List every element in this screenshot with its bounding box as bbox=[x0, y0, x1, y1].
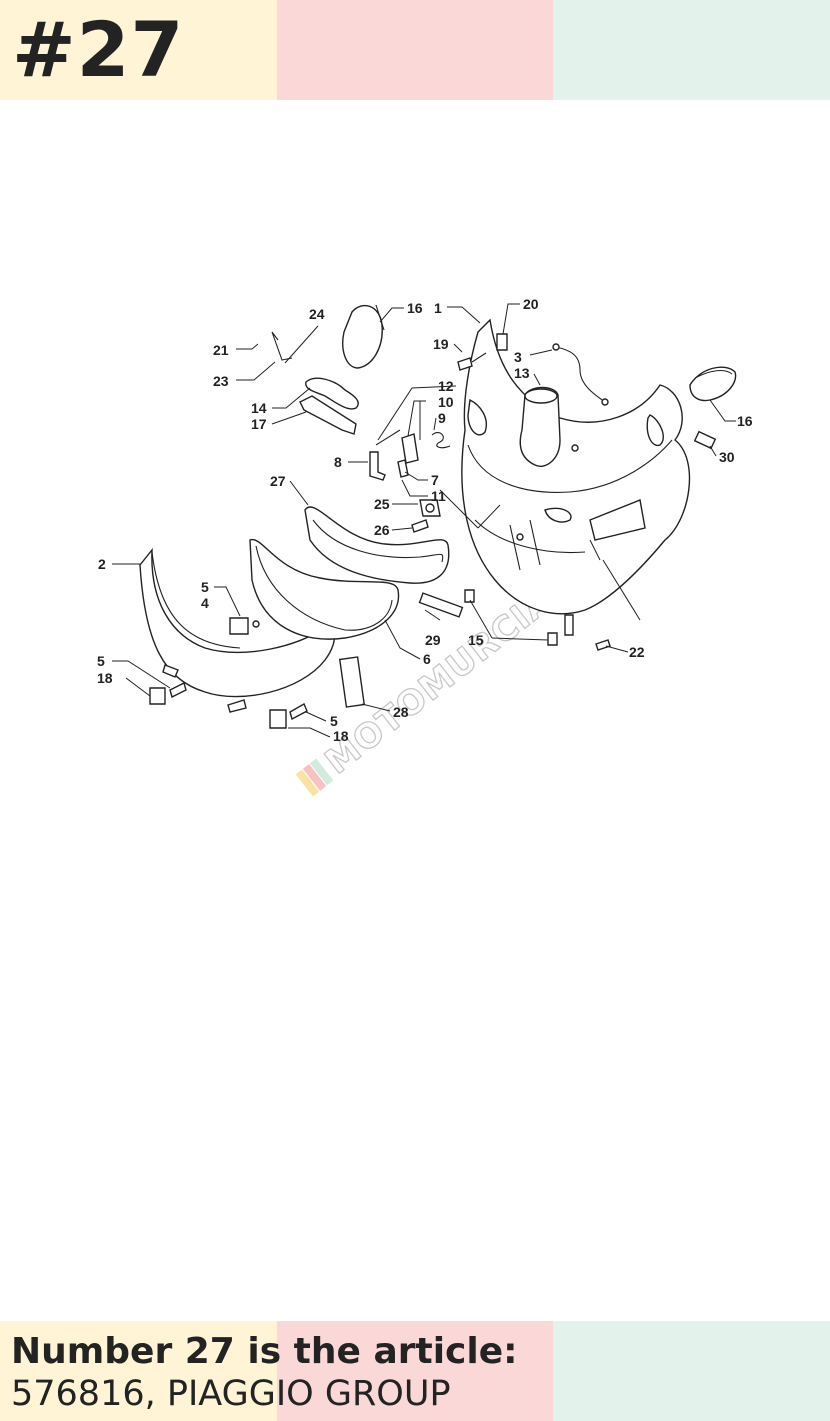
callout-label: 3 bbox=[514, 349, 522, 365]
callout-label: 2 bbox=[98, 556, 106, 572]
part-1-front-shield bbox=[461, 318, 691, 615]
part-30-tag bbox=[693, 430, 717, 450]
part-24-rod bbox=[271, 331, 293, 361]
stripe-pink bbox=[276, 0, 554, 100]
part-27-panel bbox=[304, 506, 450, 584]
callout-label: 23 bbox=[213, 373, 229, 389]
callout-label: 28 bbox=[393, 704, 409, 720]
article-caption-title: Number 27 is the article: bbox=[11, 1331, 518, 1372]
callout-label: 7 bbox=[431, 472, 439, 488]
stripe-mint bbox=[553, 0, 830, 100]
stripe-pink bbox=[276, 1321, 554, 1421]
exploded-parts-diagram: MOTOMURCIA bbox=[0, 100, 830, 1321]
stripe-yellow bbox=[0, 1321, 277, 1421]
callout-label: 20 bbox=[523, 296, 539, 312]
part-8-hook bbox=[369, 451, 386, 481]
callout-label: 18 bbox=[333, 728, 349, 744]
part-6-gasket bbox=[249, 538, 400, 640]
part-18-bracket-left bbox=[149, 681, 187, 705]
callout-label: 16 bbox=[737, 413, 753, 429]
callout-label: 11 bbox=[431, 488, 446, 504]
part-19-screw bbox=[457, 352, 487, 371]
part-22-screw bbox=[595, 639, 611, 651]
part-29-strip bbox=[418, 592, 464, 618]
callout-label: 30 bbox=[719, 449, 735, 465]
article-caption-value: 576816, PIAGGIO GROUP bbox=[11, 1374, 451, 1414]
stripe-mint bbox=[553, 1321, 830, 1421]
part-16-cover-right bbox=[689, 366, 737, 402]
part-9-spring bbox=[431, 432, 451, 449]
part-4-clip bbox=[229, 617, 260, 635]
part-20-clip bbox=[496, 333, 508, 351]
callout-label: 6 bbox=[423, 651, 431, 667]
callout-label: 13 bbox=[514, 365, 530, 381]
part-26-screw bbox=[411, 519, 429, 533]
callout-label: 14 bbox=[251, 400, 267, 416]
callout-label: 19 bbox=[433, 336, 449, 352]
leader-lines bbox=[112, 303, 736, 738]
callout-label: 26 bbox=[374, 522, 390, 538]
stripe-yellow bbox=[0, 0, 277, 100]
header-color-band bbox=[0, 0, 830, 100]
part-18-bracket-right bbox=[269, 703, 308, 729]
callout-label: 16 bbox=[407, 300, 423, 316]
callout-label: 29 bbox=[425, 632, 441, 648]
callout-label: 21 bbox=[213, 342, 229, 358]
footer-color-band bbox=[0, 1321, 830, 1421]
callout-label: 5 bbox=[97, 653, 105, 669]
part-10-latch bbox=[401, 433, 419, 464]
callouts: 16 1 20 24 21 23 19 3 13 12 14 10 17 9 1… bbox=[97, 296, 753, 744]
callout-label: 15 bbox=[468, 632, 484, 648]
callout-label: 17 bbox=[251, 416, 267, 432]
callout-label: 25 bbox=[374, 496, 390, 512]
part-3-cable bbox=[555, 346, 606, 403]
callout-label: 12 bbox=[438, 378, 454, 394]
part-14-bracket bbox=[305, 377, 359, 410]
part-number-heading: #27 bbox=[12, 5, 185, 94]
callout-label: 22 bbox=[629, 644, 645, 660]
callout-label: 5 bbox=[201, 579, 209, 595]
part-16-cover-top bbox=[342, 304, 383, 369]
callout-label: 27 bbox=[270, 473, 286, 489]
part-13-duct bbox=[519, 386, 561, 467]
part-15-clips bbox=[464, 589, 475, 603]
callout-label: 24 bbox=[309, 306, 325, 322]
callout-label: 4 bbox=[201, 595, 209, 611]
callout-label: 8 bbox=[334, 454, 342, 470]
part-17-plate bbox=[299, 395, 357, 435]
callout-label: 9 bbox=[438, 410, 446, 426]
callout-label: 18 bbox=[97, 670, 113, 686]
part-28-plate bbox=[338, 656, 366, 708]
callout-label: 10 bbox=[438, 394, 454, 410]
callout-label: 5 bbox=[330, 713, 338, 729]
callout-label: 1 bbox=[434, 300, 442, 316]
